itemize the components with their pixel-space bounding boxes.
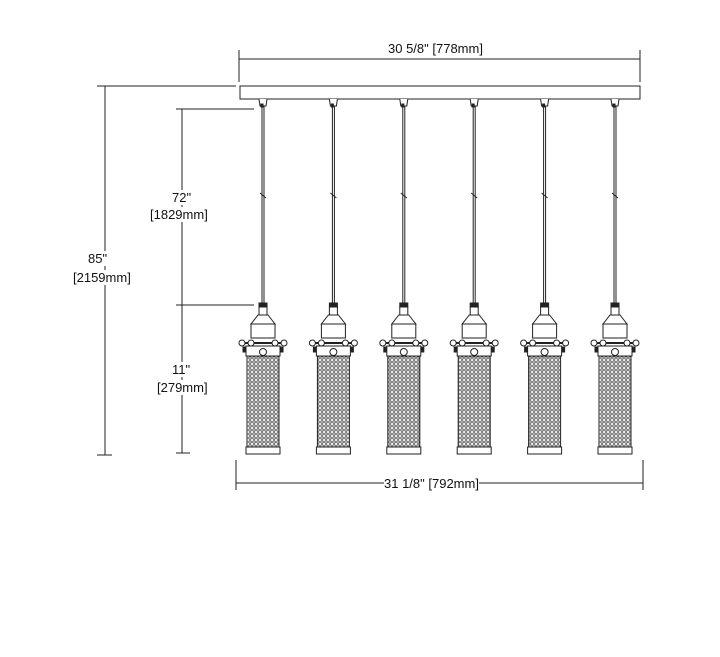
mesh-shade	[387, 355, 421, 448]
pendant	[308, 98, 358, 455]
canopy	[239, 85, 641, 100]
mesh-shade	[316, 355, 350, 448]
cord-length-mm-label: [1829mm]	[150, 207, 208, 222]
mesh-shade	[528, 355, 562, 448]
pendant	[590, 98, 640, 455]
shade-height-mm-label: [279mm]	[157, 380, 208, 395]
pendant	[449, 98, 499, 455]
mesh-shade	[246, 355, 280, 448]
pendant	[238, 98, 288, 455]
overall-height-in-label: 85"	[88, 251, 108, 266]
canopy-width-label: 30 5/8" [778mm]	[388, 41, 483, 56]
pendant	[379, 98, 429, 455]
overall-width-label: 31 1/8" [792mm]	[384, 476, 479, 491]
shade-height-in-label: 11"	[172, 362, 191, 377]
mesh-shade	[457, 355, 491, 448]
mesh-shade	[598, 355, 632, 448]
overall-height-mm-label: [2159mm]	[73, 270, 131, 285]
cord-length-in-label: 72"	[172, 190, 192, 205]
pendant	[520, 98, 570, 455]
